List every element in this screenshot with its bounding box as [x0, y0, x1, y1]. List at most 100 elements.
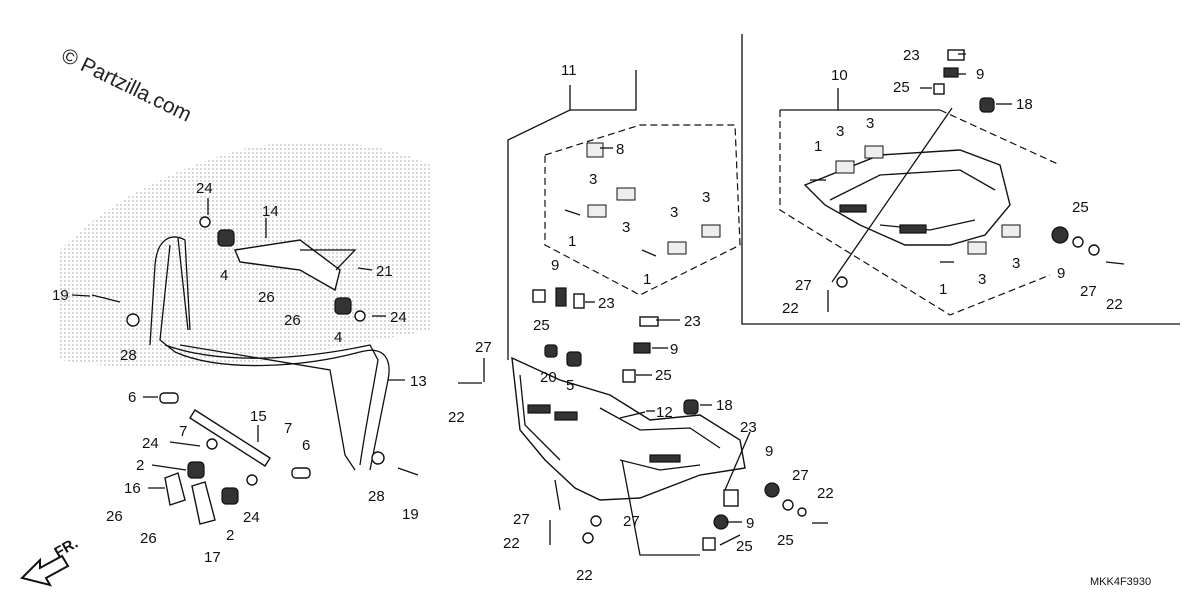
grommet-18-r — [979, 97, 995, 113]
vent-10-a — [899, 224, 927, 234]
front-arrow-icon — [20, 554, 70, 587]
kit-11-outline — [507, 70, 741, 360]
skid-plate-11 — [511, 356, 746, 501]
callout-26: 26 — [106, 508, 123, 525]
bracket-16 — [164, 472, 186, 506]
callout-3: 3 — [978, 271, 986, 288]
callout-25: 25 — [655, 367, 672, 384]
callout-27: 27 — [475, 339, 492, 356]
stud-1-a — [564, 209, 581, 216]
callout-27: 27 — [623, 513, 640, 530]
callout-28: 28 — [120, 347, 137, 364]
callout-1: 1 — [643, 271, 651, 288]
callout-22: 22 — [1106, 296, 1123, 313]
pad-10-3c — [967, 241, 987, 255]
callout-25: 25 — [1072, 199, 1089, 216]
callout-9: 9 — [765, 443, 773, 460]
front-arrow-label: FR. — [52, 535, 81, 562]
diagram-code: MKK4F3930 — [1090, 576, 1151, 588]
engine-guard-pipe — [149, 236, 390, 471]
callout-3: 3 — [866, 115, 874, 132]
washer-27-r2 — [836, 276, 848, 288]
callout-2: 2 — [136, 457, 144, 474]
callout-7: 7 — [179, 423, 187, 440]
collar-6b — [291, 467, 311, 479]
callout-13: 13 — [410, 373, 427, 390]
callout-1: 1 — [814, 138, 822, 155]
bolt-12 — [619, 411, 646, 419]
engine-guard-assembly — [91, 216, 419, 525]
callout-9: 9 — [670, 341, 678, 358]
washer-27-r — [1088, 244, 1100, 256]
callout-22: 22 — [448, 409, 465, 426]
callout-19: 19 — [52, 287, 69, 304]
rubber-mount-2a — [187, 461, 205, 479]
rubber-mount-4b — [334, 297, 352, 315]
callout-27: 27 — [513, 511, 530, 528]
callout-3: 3 — [589, 171, 597, 188]
pad-10-3d — [1001, 224, 1021, 238]
leader-lines-left — [71, 198, 405, 489]
guard-bracket-14 — [234, 239, 341, 292]
rubber-9-r — [1051, 226, 1069, 244]
stud-1-b — [641, 249, 657, 257]
callout-22: 22 — [503, 535, 520, 552]
callout-6: 6 — [128, 389, 136, 406]
callout-26: 26 — [284, 312, 301, 329]
pad-3-d — [701, 224, 721, 238]
callout-1: 1 — [568, 233, 576, 250]
callout-27: 27 — [1080, 283, 1097, 300]
bracket-17 — [191, 481, 216, 525]
callout-24: 24 — [142, 435, 159, 452]
callout-18: 18 — [1016, 96, 1033, 113]
callout-28: 28 — [368, 488, 385, 505]
callout-23: 23 — [598, 295, 615, 312]
callout-9: 9 — [746, 515, 754, 532]
rubber-5 — [566, 351, 582, 367]
rubber-mount-4a — [217, 229, 235, 247]
callout-15: 15 — [250, 408, 267, 425]
callout-26: 26 — [258, 289, 275, 306]
callout-23: 23 — [740, 419, 757, 436]
pad-10-3b — [864, 145, 884, 159]
pad-3-b — [616, 187, 636, 201]
callout-24: 24 — [390, 309, 407, 326]
callout-26: 26 — [140, 530, 157, 547]
bolt-19a — [91, 294, 121, 303]
vent-10-b — [839, 204, 867, 213]
bush-25-right — [782, 499, 794, 511]
callout-25: 25 — [736, 538, 753, 555]
nut-22-center — [582, 532, 594, 544]
callout-7: 7 — [284, 420, 292, 437]
front-direction-indicator: FR. — [20, 535, 81, 587]
washer-28b — [371, 451, 385, 465]
callout-3: 3 — [1012, 255, 1020, 272]
bush-25-lower — [702, 537, 716, 551]
pad-8 — [586, 142, 604, 158]
rubber-mount-2b — [221, 487, 239, 505]
skid-plate-assembly — [458, 287, 828, 551]
callout-27: 27 — [792, 467, 809, 484]
washer-27-center — [590, 515, 602, 527]
callout-24: 24 — [196, 180, 213, 197]
kit-10-frame — [741, 34, 1180, 325]
callout-2: 2 — [226, 527, 234, 544]
callout-labels: 1 1 1 1 2 2 3 3 3 3 3 3 3 3 4 4 5 6 6 7 … — [52, 47, 1123, 584]
callout-4: 4 — [220, 267, 228, 284]
rubber-9-right — [764, 482, 780, 498]
callout-23: 23 — [684, 313, 701, 330]
callout-24: 24 — [243, 509, 260, 526]
callout-3: 3 — [702, 189, 710, 206]
callout-22: 22 — [782, 300, 799, 317]
callout-5: 5 — [566, 377, 574, 394]
collar-6a — [159, 392, 179, 404]
clip-23-r — [947, 49, 965, 61]
callout-23: 23 — [903, 47, 920, 64]
bush-25-center — [622, 369, 636, 383]
callout-18: 18 — [716, 397, 733, 414]
nut-24b — [354, 310, 366, 322]
skid-vent-a — [527, 404, 551, 414]
washer-28a — [126, 313, 140, 327]
pad-3-a — [587, 204, 607, 218]
